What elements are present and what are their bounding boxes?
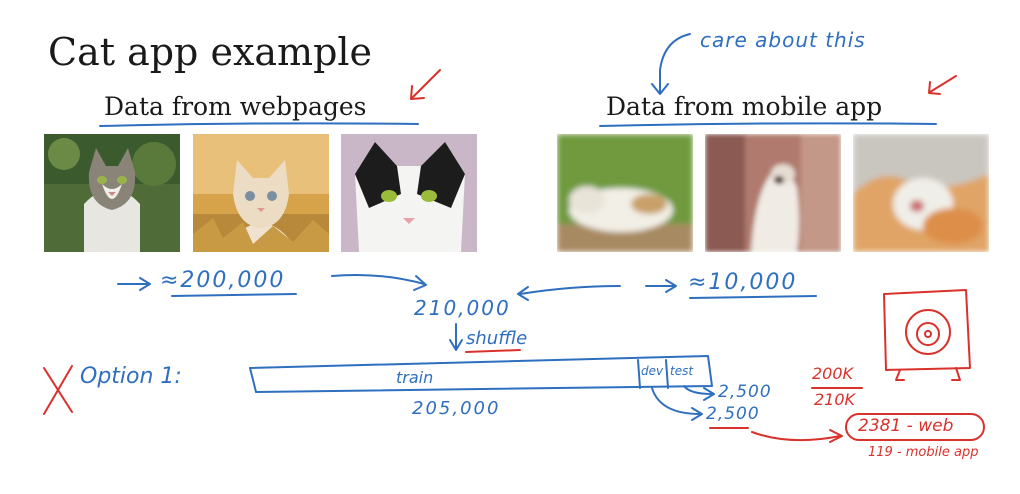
arrow-to-web-in-dev: [751, 431, 841, 442]
dev-label: dev: [641, 364, 664, 378]
cat-photo-mobile-1: [557, 134, 693, 252]
shuffle-label: shuffle: [466, 328, 528, 349]
webcam-sketch-icon: [883, 289, 971, 381]
red-arrow-web: [411, 69, 441, 99]
note-care-about-this: care about this: [700, 28, 866, 52]
cat-photo-mobile-2: [705, 134, 841, 252]
ratio-denominator: 210K: [814, 390, 856, 409]
train-count: 205,000: [412, 398, 501, 419]
heading-mobile: Data from mobile app: [606, 92, 883, 121]
red-arrow-mobile: [929, 75, 957, 93]
arrow-test-count: [683, 385, 713, 395]
cat-photo-web-2: [193, 134, 329, 252]
cat-photo-mobile-3: [853, 134, 989, 252]
arrow-mobile-to-total: [519, 285, 621, 295]
train-label: train: [396, 368, 434, 387]
underline-web: [99, 122, 419, 127]
dev-divider: [637, 359, 641, 389]
arrow-web-to-total: [331, 274, 425, 285]
split-bar: [249, 355, 713, 393]
option-label: Option 1:: [80, 364, 182, 389]
care-arrow: [659, 33, 691, 93]
test-divider: [665, 359, 669, 389]
ratio-numerator: 200K: [812, 364, 854, 383]
mobile-in-dev: 119 - mobile app: [868, 445, 979, 460]
total-count: 210,000: [414, 296, 511, 320]
heading-web: Data from webpages: [104, 92, 367, 121]
cat-photo-web-3: [341, 134, 477, 252]
cat-photo-web-1: [44, 134, 180, 252]
test-label: test: [670, 364, 694, 378]
web-in-dev: 2381 - web: [858, 416, 954, 436]
test-count: 2,500: [718, 382, 772, 402]
web-count: ≈200,000: [160, 268, 286, 293]
underline-mobile: [599, 122, 937, 127]
dev-count: 2,500: [706, 404, 760, 424]
slide-title: Cat app example: [48, 30, 373, 74]
mobile-count: ≈10,000: [688, 270, 798, 295]
web-in-dev-box: [845, 413, 985, 441]
arrow-dev-count: [651, 387, 701, 415]
